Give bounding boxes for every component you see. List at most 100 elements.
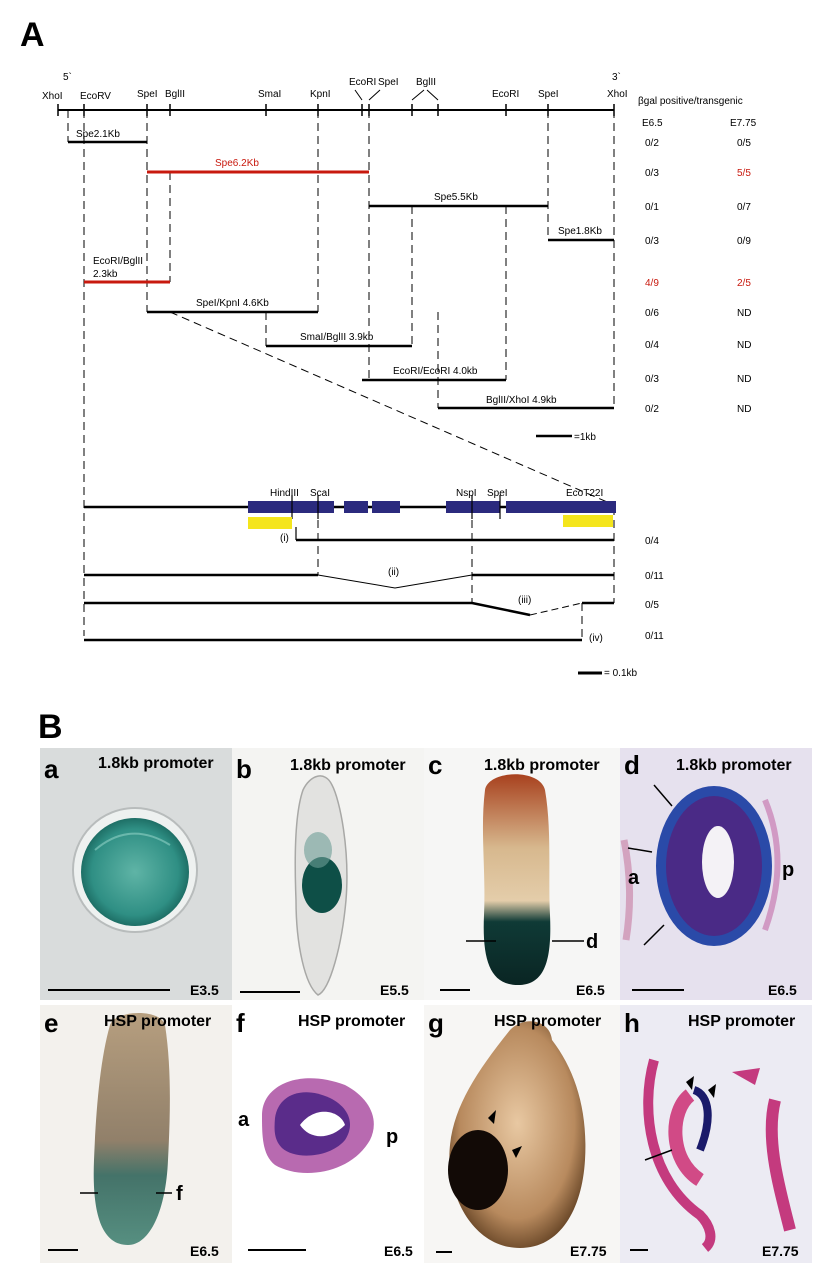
site-ecori-2: EcoRI (492, 89, 519, 100)
deletion-row: (i) 0/4 (280, 527, 659, 547)
micrograph-tile-f: f HSP promoter a p E6.5 (232, 1005, 424, 1263)
fragment-row: Spe5.5Kb 0/1 0/7 (369, 192, 751, 213)
lower-site-scai: ScaI (310, 488, 330, 499)
tile-mark: f (176, 1183, 183, 1205)
three-prime-label: 3` (612, 71, 621, 83)
micrograph-tile-h: h HSP promoter E7.75 (620, 1005, 812, 1263)
fragment-row: EcoRI/EcoRI 4.0kb 0/3 ND (362, 366, 751, 385)
fragment-e775: ND (737, 404, 751, 415)
micrograph-tile-e: e HSP promoter f E6.5 (40, 1005, 232, 1263)
lower-site-hindiii: HindIII (270, 488, 299, 499)
deletion-value: 0/11 (645, 631, 664, 642)
tile-ant: a (238, 1109, 250, 1131)
deletion-label: (ii) (388, 567, 399, 578)
site-xhoi-left: XhoI (42, 91, 63, 102)
yellow-element-1 (248, 517, 292, 529)
site-ecorv: EcoRV (80, 91, 111, 102)
tile-title: 1.8kb promoter (676, 757, 792, 774)
fragment-row: Spe1.8Kb 0/3 0/9 (548, 226, 751, 247)
site-ecori-1: EcoRI (349, 77, 376, 88)
micrograph-tile-a: a 1.8kb promoter E3.5 (40, 748, 232, 1000)
tile-title: HSP promoter (104, 1013, 211, 1030)
site-bglii-1: BglII (165, 89, 185, 100)
fragment-label: BglII/XhoI 4.9kb (486, 395, 557, 406)
promoter-detail-map (84, 495, 616, 529)
panel-b-letter: B (38, 708, 63, 746)
fragment-label: SpeI/KpnI 4.6Kb (196, 298, 269, 309)
five-prime-label: 5` (63, 71, 72, 83)
site-xhoi-right: XhoI (607, 89, 628, 100)
site-bglii-2: BglII (416, 77, 436, 88)
site-smai: SmaI (258, 89, 281, 100)
tile-letter: d (624, 750, 640, 780)
fragment-row: SmaI/BglII 3.9kb 0/4 ND (266, 332, 751, 351)
tile-ant: a (628, 867, 640, 889)
tile-title: HSP promoter (298, 1013, 405, 1030)
deletion-row: (iii) 0/5 (84, 595, 659, 617)
deletion-value: 0/11 (645, 571, 664, 582)
deletion-row: (ii) 0/11 (84, 567, 664, 589)
fragment-row: EcoRI/BglII 2.3kb 4/9 2/5 (84, 256, 751, 289)
deletion-row: (iv) 0/11 (84, 631, 664, 644)
fragment-label: EcoRI/EcoRI 4.0kb (393, 366, 478, 377)
fragment-e775: 0/9 (737, 236, 751, 247)
deletion-value: 0/4 (645, 536, 659, 547)
fragment-e65: 4/9 (645, 278, 659, 289)
tile-title: HSP promoter (688, 1013, 795, 1030)
fragment-label: Spe5.5Kb (434, 192, 478, 203)
tile-letter: e (44, 1008, 58, 1038)
lower-site-nspi: NspI (456, 488, 477, 499)
tile-stage: E7.75 (762, 1243, 799, 1259)
fragment-e65: 0/2 (645, 138, 659, 149)
fragment-e775: 0/5 (737, 138, 751, 149)
table-header-e775: E7.75 (730, 118, 757, 129)
fragment-e65: 0/3 (645, 168, 659, 179)
lower-site-spei: SpeI (487, 488, 508, 499)
fragment-e65: 0/1 (645, 202, 659, 213)
fragment-e775: ND (737, 340, 751, 351)
tile-title: 1.8kb promoter (484, 757, 600, 774)
fragment-e65: 0/2 (645, 404, 659, 415)
tile-mark: d (586, 931, 598, 953)
fragment-label: Spe2.1Kb (76, 129, 120, 140)
fragment-row: SpeI/KpnI 4.6Kb 0/6 ND (147, 298, 751, 319)
tile-letter: c (428, 750, 442, 780)
micrograph-tile-c: c 1.8kb promoter d E6.5 (424, 748, 620, 1000)
tile-stage: E6.5 (384, 1243, 413, 1259)
yellow-element-2 (563, 515, 613, 527)
site-kpni: KpnI (310, 89, 331, 100)
fragment-e775: 2/5 (737, 278, 751, 289)
deletion-label: (iv) (589, 633, 603, 644)
fragment-row: Spe6.2Kb 0/3 5/5 (147, 158, 751, 179)
deletion-label: (iii) (518, 595, 531, 606)
tile-title: HSP promoter (494, 1013, 601, 1030)
table-header-title: βgal positive/transgenic (638, 96, 743, 107)
fragment-e65: 0/3 (645, 374, 659, 385)
site-spei-1: SpeI (137, 89, 158, 100)
tile-stage: E5.5 (380, 982, 409, 998)
deletion-label: (i) (280, 533, 289, 544)
fragment-label-2: 2.3kb (93, 269, 118, 280)
fragment-e775: ND (737, 374, 751, 385)
tile-stage: E6.5 (190, 1243, 219, 1259)
tile-stage: E3.5 (190, 982, 219, 998)
table-header-e65: E6.5 (642, 118, 663, 129)
tile-title: 1.8kb promoter (290, 757, 406, 774)
site-spei-3: SpeI (538, 89, 559, 100)
fragment-e775: 0/7 (737, 202, 751, 213)
tile-letter: b (236, 754, 252, 784)
fragment-label: Spe6.2Kb (215, 158, 259, 169)
micrograph-tile-d: d 1.8kb promoter a p E6.5 (620, 748, 812, 1000)
fragment-row: Spe2.1Kb 0/2 0/5 (68, 129, 751, 149)
fragment-e775: 5/5 (737, 168, 751, 179)
tile-letter: g (428, 1008, 444, 1038)
fragment-row: BglII/XhoI 4.9kb 0/2 ND (438, 395, 751, 415)
tile-letter: f (236, 1008, 245, 1038)
fragment-label: EcoRI/BglII (93, 256, 143, 267)
fragment-e65: 0/6 (645, 308, 659, 319)
tile-stage: E6.5 (576, 982, 605, 998)
tile-stage: E6.5 (768, 982, 797, 998)
fragment-label: SmaI/BglII 3.9kb (300, 332, 374, 343)
tile-post: p (782, 859, 794, 881)
panel-a-letter: A (20, 16, 45, 54)
